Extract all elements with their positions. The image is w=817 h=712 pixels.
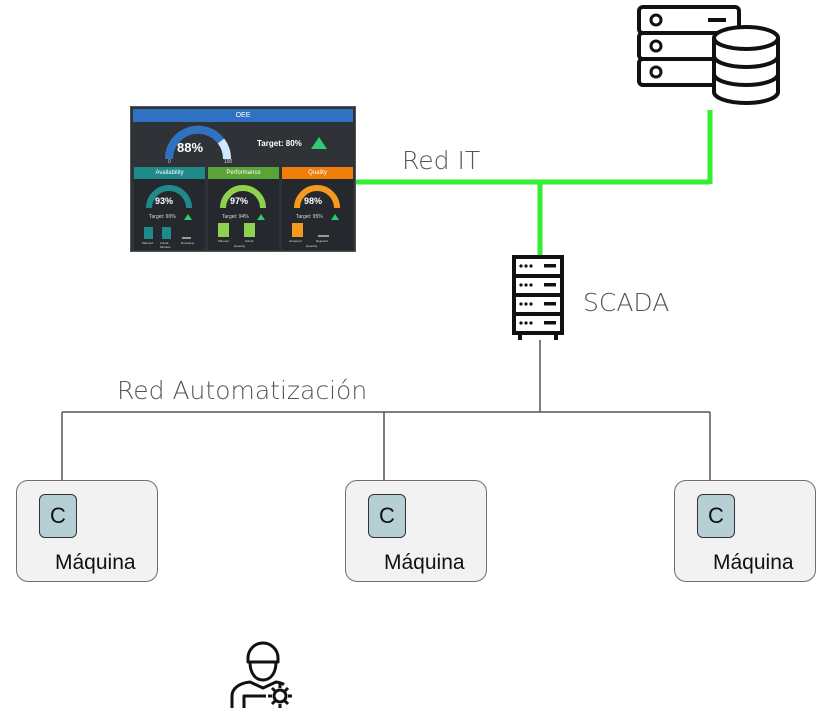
scada-label: SCADA (583, 288, 670, 317)
machine-2: C Máquina (345, 480, 487, 582)
overall-oee-value: 88% (177, 140, 204, 155)
machine-2-label: Máquina (384, 551, 465, 574)
overall-target: Target: 80% (257, 139, 302, 148)
oee-dashboard: OEE 88% 0 100 Target: 80% Availability 9… (130, 106, 356, 252)
performance-bars (218, 223, 255, 237)
overall-gauge-max: 100 (224, 159, 233, 165)
quality-panel: Quality 98% Target: 95% Accepted Rejecte… (282, 167, 353, 250)
controller-2: C (368, 494, 406, 538)
availability-gauge (146, 185, 192, 209)
performance-title: Performance (208, 167, 279, 179)
availability-title: Availability (134, 167, 205, 179)
quality-bars (292, 223, 329, 237)
availability-bar-label-3: Downtime (181, 241, 195, 245)
up-arrow-icon (311, 137, 327, 149)
availability-bar-label-1: Planned (142, 241, 154, 245)
performance-panel: Performance 97% Target: 94% Planned Actu… (208, 167, 279, 250)
it-network-label: Red IT (402, 146, 481, 175)
up-arrow-icon (184, 214, 192, 220)
machine-3-label: Máquina (713, 551, 794, 574)
it-network (356, 110, 713, 256)
scada-server-icon (512, 255, 564, 340)
machine-3: C Máquina (674, 480, 816, 582)
quality-bar-label-3: Quantity (306, 244, 318, 248)
up-arrow-icon (331, 214, 339, 220)
database-server-icon (637, 5, 780, 105)
quality-target: Target: 95% (296, 214, 323, 220)
machine-1-label: Máquina (55, 551, 136, 574)
performance-gauge (220, 185, 266, 209)
machine-1: C Máquina (16, 480, 158, 582)
quality-bar-label-1: Accepted (289, 239, 302, 243)
controller-1: C (39, 494, 77, 538)
availability-bars (144, 227, 191, 239)
availability-bar-label-2: Actual Minutes (160, 241, 171, 249)
performance-bar-label-3: Quantity (234, 244, 246, 248)
up-arrow-icon (257, 214, 265, 220)
quality-gauge (294, 185, 340, 209)
overall-gauge (164, 125, 231, 160)
availability-value: 93% (155, 196, 174, 206)
overall-gauge-min: 0 (168, 159, 171, 165)
operator-icon (230, 641, 292, 708)
availability-panel: Availability 93% Target: 90% Planned Act… (134, 167, 205, 250)
performance-target: Target: 94% (222, 214, 249, 220)
availability-target: Target: 90% (149, 214, 176, 220)
performance-bar-label-1: Planned (218, 239, 230, 243)
quality-bar-label-2: Rejected (316, 239, 328, 243)
quality-value: 98% (304, 196, 323, 206)
controller-3: C (697, 494, 735, 538)
automation-network (61, 340, 711, 488)
automation-network-label: Red Automatización (117, 376, 368, 405)
performance-value: 97% (230, 196, 249, 206)
dashboard-title: OEE (133, 109, 353, 122)
quality-title: Quality (282, 167, 353, 179)
performance-bar-label-2: Actual (245, 239, 254, 243)
